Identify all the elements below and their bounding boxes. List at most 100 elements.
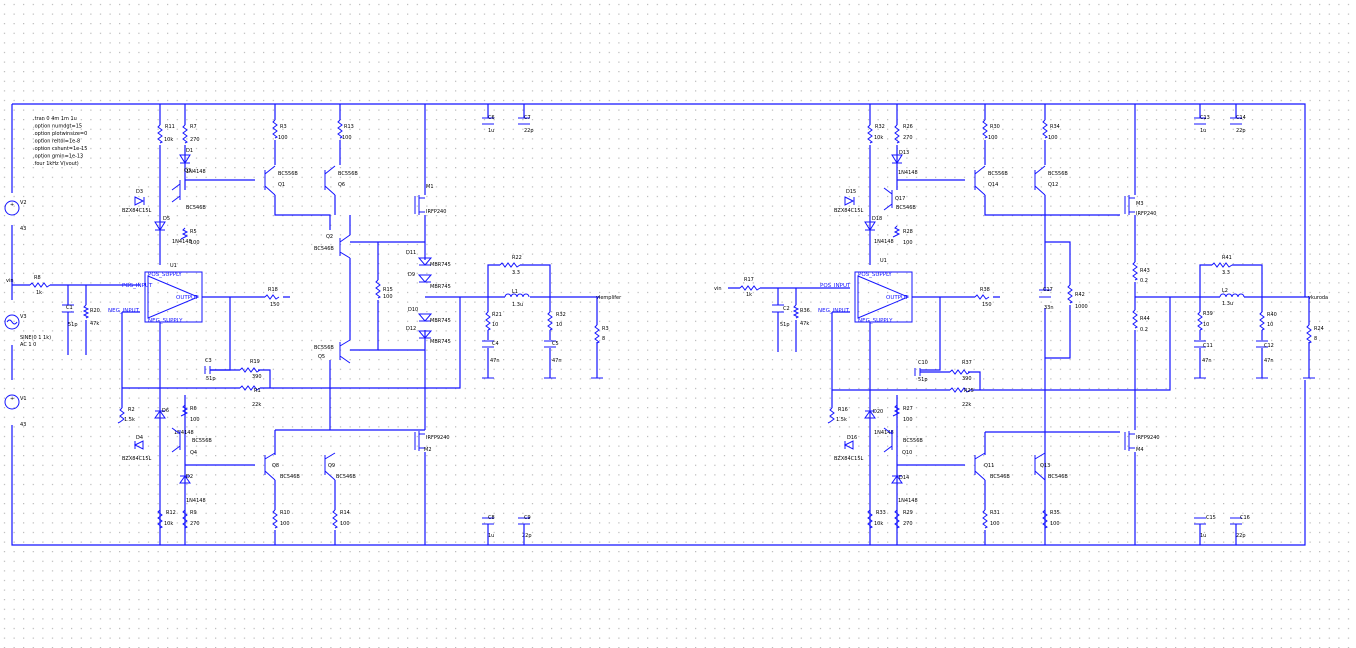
component-symbol [337, 119, 343, 139]
component-label: 1u [1200, 128, 1206, 134]
component-label: D5 [163, 216, 170, 222]
component-label: R1 [254, 388, 261, 394]
component-label: BC546B [186, 205, 206, 211]
component-symbol [482, 340, 494, 348]
pin-label: NEG_INPUT [818, 308, 850, 314]
component-label: D3 [136, 189, 143, 195]
component-label: 100 [342, 135, 352, 141]
component-label: BC556B [903, 438, 923, 444]
component-label: R19 [250, 359, 260, 365]
component-label: R29 [903, 510, 913, 516]
component-symbol [1197, 311, 1203, 331]
component-label: BC556B [1048, 171, 1068, 177]
component-symbol [1219, 293, 1245, 298]
voltage-source-v1[interactable]: + V1 43 [4, 394, 27, 428]
component-label: D14 [899, 475, 909, 481]
component-label: D11 [406, 250, 416, 256]
component-symbol [375, 279, 381, 299]
component-symbol [864, 410, 876, 419]
component-symbol [1124, 195, 1135, 215]
component-label: 100 [990, 521, 1000, 527]
component-label: 100 [383, 294, 393, 300]
component-label: R3 [280, 124, 287, 130]
component-label: Q2 [326, 234, 333, 240]
component-label: C11 [1203, 343, 1213, 349]
component-label: 100 [278, 135, 288, 141]
component-label: R11 [165, 124, 175, 130]
net-label-out-left: vlemplifer [596, 295, 622, 301]
component-label: C7 [524, 115, 531, 121]
component-symbol [1256, 340, 1268, 348]
component-label: R33 [876, 510, 886, 516]
component-symbol [982, 119, 988, 139]
wire [210, 369, 271, 388]
component-label: 22p [1236, 533, 1246, 539]
directive-line: .option plotwinsize=0 [33, 131, 87, 137]
component-symbol [332, 509, 338, 529]
component-label: 51p [68, 322, 78, 328]
component-symbol [4, 314, 20, 330]
v3-value: SINE(0 1 1k) [20, 335, 51, 341]
pin-label: OUTPUT [176, 295, 199, 301]
component-symbol [772, 304, 784, 313]
component-label: 47n [1202, 358, 1212, 364]
component-label: R39 [1203, 311, 1213, 317]
component-label: 10 [492, 322, 498, 328]
component-label: R38 [980, 287, 990, 293]
component-label: 390 [962, 376, 972, 382]
component-label: R14 [340, 510, 350, 516]
component-symbol [134, 196, 145, 206]
component-symbol [324, 452, 336, 481]
wire [1199, 524, 1237, 545]
component-label: R12 [166, 510, 176, 516]
component-label: R6 [190, 406, 197, 412]
component-label: D4 [136, 435, 143, 441]
component-label: 47n [490, 358, 500, 364]
component-symbol [180, 404, 189, 417]
wire [487, 297, 598, 378]
voltage-source-v3[interactable]: V3 SINE(0 1 1k) AC 1 0 [4, 314, 51, 348]
component-symbol [883, 187, 893, 211]
component-symbol [1132, 261, 1138, 281]
pin-label: NEG_INPUT [108, 308, 140, 314]
component-label: C15 [1206, 515, 1216, 521]
component-label: 100 [340, 521, 350, 527]
component-label: M1 [426, 184, 434, 190]
component-label: Q14 [988, 182, 998, 188]
wire [897, 104, 1046, 181]
component-label: BZX84C15L [122, 456, 151, 462]
component-label: R44 [1140, 316, 1150, 322]
component-symbol [1132, 309, 1138, 329]
component-label: R15 [383, 287, 393, 293]
amplifier-left[interactable]: vin R8 1k C1 51p R20 47k POS_SUPPLY NEG_… [6, 104, 622, 545]
component-label: 10k [164, 137, 173, 143]
component-label: R36 [800, 308, 810, 314]
component-label: R43 [1140, 268, 1150, 274]
component-symbol [417, 330, 433, 339]
component-label: M4 [1136, 447, 1144, 453]
component-symbol [154, 221, 166, 231]
spice-directives[interactable]: .tran 0 4m 1m 1u .option numdgt=15 .opti… [33, 116, 87, 167]
component-symbol [1042, 509, 1048, 529]
component-label: 100 [190, 240, 200, 246]
component-label: 10k [874, 135, 883, 141]
pin-label: POS_INPUT [122, 283, 153, 289]
component-symbol [1039, 289, 1051, 298]
component-label: D18 [872, 216, 882, 222]
component-symbol [949, 387, 971, 393]
component-label: 47k [90, 321, 99, 327]
voltage-source-v2[interactable]: + V2 43 [4, 200, 27, 232]
component-symbol [867, 509, 873, 529]
component-label: D10 [408, 307, 418, 313]
component-label: R28 [903, 229, 913, 235]
component-symbol [504, 293, 530, 298]
component-symbol [324, 165, 336, 196]
component-symbol [6, 319, 18, 325]
component-symbol [29, 282, 51, 288]
amplifier-right[interactable]: vin R17 1k C2 51p R36 47k POS_SUPPLY NEG… [714, 104, 1328, 545]
component-label: C1 [66, 305, 73, 311]
wire [1199, 264, 1263, 297]
component-label: 1k [746, 292, 752, 298]
component-label: 8 [602, 336, 605, 342]
